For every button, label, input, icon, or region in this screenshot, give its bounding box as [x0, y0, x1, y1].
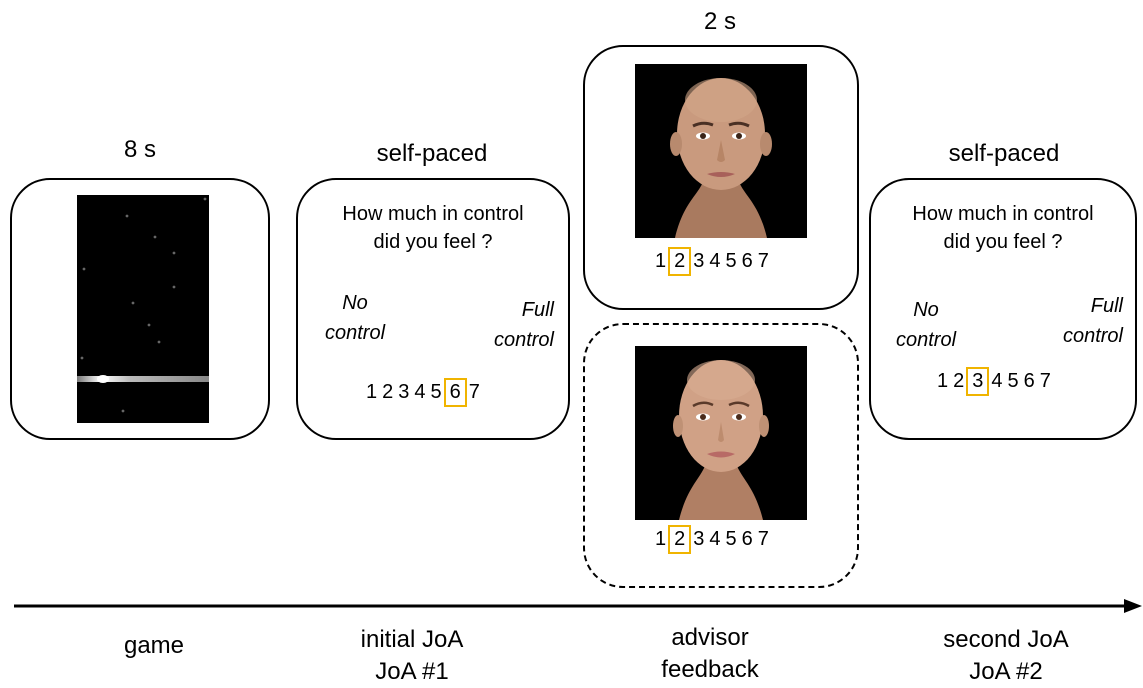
question-line-2: did you feel ? [943, 231, 1063, 253]
phase-initial-joa: initial JoA JoA #1 [292, 624, 532, 688]
scale-option: 5 [725, 250, 737, 272]
anchor-full-control-second: Full control [1037, 291, 1123, 351]
scale-option: 1 [366, 381, 378, 403]
scale-option-selected: 2 [668, 247, 692, 276]
scale-option: 6 [741, 250, 753, 272]
scale-option: 4 [414, 381, 426, 403]
anchor-low-line-1: No [342, 292, 368, 314]
advisor-face-screen [635, 64, 807, 238]
scale-option: 2 [953, 370, 965, 392]
question-line-1: How much in control [342, 203, 524, 225]
anchor-high-line-2: control [1062, 325, 1123, 347]
anchor-full-control: Full control [466, 295, 554, 355]
scale-option: 4 [709, 528, 721, 550]
duration-game: 8 s [123, 136, 156, 163]
scale-option: 1 [655, 528, 667, 550]
duration-initial-joa: self-paced [376, 140, 488, 167]
scale-option: 1 [655, 250, 667, 272]
scale-option: 3 [398, 381, 410, 403]
second-joa-panel: How much in control did you feel ? No co… [869, 178, 1137, 440]
question-line-1: How much in control [912, 203, 1094, 225]
scale-option-selected: 3 [966, 367, 990, 396]
timeline-arrow [14, 599, 1142, 613]
phase-game: game [34, 630, 274, 662]
phase-initial-line-1: initial JoA [360, 626, 464, 653]
phase-initial-line-2: JoA #1 [375, 658, 449, 685]
phase-second-line-1: second JoA [943, 626, 1069, 653]
initial-joa-panel: How much in control did you feel ? No co… [296, 178, 570, 440]
anchor-low-line-1: No [913, 299, 939, 321]
duration-advisor: 2 s [703, 8, 736, 35]
scale-option: 6 [1023, 370, 1035, 392]
question-line-2: did you feel ? [373, 231, 493, 253]
scale-option: 6 [741, 528, 753, 550]
anchor-high-line-1: Full [1090, 295, 1123, 317]
anchor-no-control: No control [310, 288, 400, 348]
scale-option-selected: 2 [668, 525, 692, 554]
anchor-low-line-2: control [324, 322, 386, 344]
scale-option-selected: 6 [443, 378, 467, 407]
duration-second-joa: self-paced [948, 140, 1060, 167]
phase-advisor-feedback: advisor feedback [590, 622, 830, 686]
scale-option: 7 [757, 528, 769, 550]
scale-option: 5 [430, 381, 442, 403]
scale-option: 5 [725, 528, 737, 550]
question-text-second: How much in control did you feel ? [871, 200, 1135, 256]
anchor-high-line-1: Full [521, 299, 554, 321]
anchor-no-control-second: No control [883, 295, 969, 355]
phase-advisor-line-1: advisor [671, 624, 749, 651]
phase-game-label: game [123, 632, 185, 659]
scale-option: 7 [468, 381, 480, 403]
anchor-high-line-2: control [493, 329, 554, 351]
advisor-face-screen-alt [635, 346, 807, 520]
scale-option: 5 [1007, 370, 1019, 392]
scale-option: 1 [937, 370, 949, 392]
scale-option: 4 [991, 370, 1003, 392]
scale-option: 3 [693, 528, 705, 550]
scale-option: 4 [709, 250, 721, 272]
scale-option: 7 [1039, 370, 1051, 392]
face-female-image [673, 360, 769, 520]
scale-option: 3 [693, 250, 705, 272]
game-stars-graphic [77, 197, 209, 413]
question-text: How much in control did you feel ? [298, 200, 568, 256]
face-male-image [670, 78, 772, 238]
phase-second-joa: second JoA JoA #2 [886, 624, 1126, 688]
phase-second-line-2: JoA #2 [969, 658, 1043, 685]
game-panel [10, 178, 270, 440]
scale-option: 7 [757, 250, 769, 272]
anchor-low-line-2: control [895, 329, 957, 351]
game-screen [77, 195, 209, 423]
scale-option: 2 [382, 381, 394, 403]
phase-advisor-line-2: feedback [661, 656, 759, 683]
